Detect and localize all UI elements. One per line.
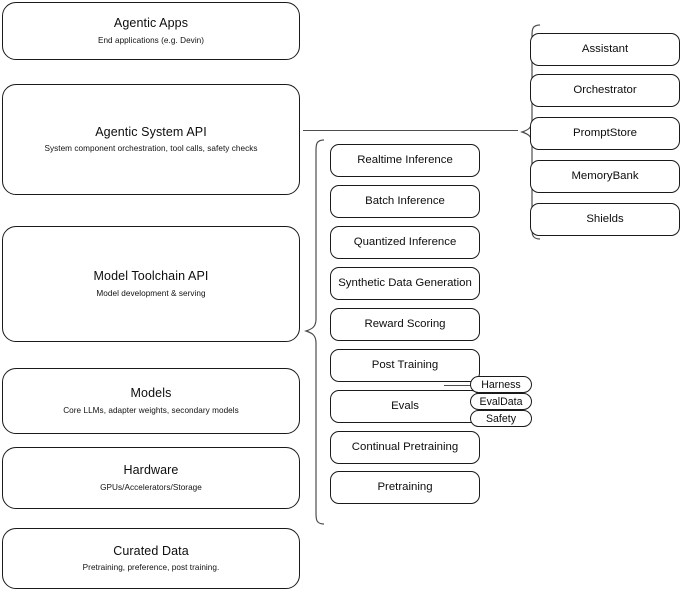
capability-label: Synthetic Data Generation: [338, 277, 472, 290]
capability-box-evals[interactable]: Evals: [330, 390, 480, 423]
layer-subtitle: Core LLMs, adapter weights, secondary mo…: [63, 405, 239, 415]
eval-pill-label: Safety: [485, 412, 517, 425]
capability-box-post-training[interactable]: Post Training: [330, 349, 480, 382]
layer-subtitle: Pretraining, preference, post training.: [82, 563, 220, 573]
component-box-shields[interactable]: Shields: [530, 203, 680, 236]
capability-label: Pretraining: [377, 481, 433, 494]
capability-box-quantized-inference[interactable]: Quantized Inference: [330, 226, 480, 259]
layer-title: Curated Data: [113, 543, 189, 558]
eval-pill-evaldata[interactable]: EvalData: [470, 393, 532, 410]
capability-box-reward-scoring[interactable]: Reward Scoring: [330, 308, 480, 341]
layer-title: Agentic Apps: [113, 16, 189, 31]
layer-subtitle: End applications (e.g. Devin): [97, 35, 205, 45]
layer-box-agentic-apps[interactable]: Agentic Apps End applications (e.g. Devi…: [2, 2, 300, 60]
connector-evals-to-harness: [444, 385, 478, 386]
capability-box-batch-inference[interactable]: Batch Inference: [330, 185, 480, 218]
capability-label: Quantized Inference: [353, 236, 457, 249]
capability-label: Evals: [391, 400, 419, 413]
layer-title: Models: [130, 386, 172, 401]
component-label: Assistant: [581, 43, 629, 56]
layer-box-agentic-system-api[interactable]: Agentic System API System component orch…: [2, 84, 300, 195]
capability-box-realtime-inference[interactable]: Realtime Inference: [330, 144, 480, 177]
component-label: Shields: [586, 213, 624, 226]
layer-subtitle: Model development & serving: [96, 288, 206, 298]
component-label: MemoryBank: [571, 170, 639, 183]
component-box-promptstore[interactable]: PromptStore: [530, 117, 680, 150]
capability-box-pretraining[interactable]: Pretraining: [330, 471, 480, 504]
capability-box-continual-pretraining[interactable]: Continual Pretraining: [330, 431, 480, 464]
layer-title: Hardware: [123, 463, 179, 478]
layer-title: Model Toolchain API: [93, 269, 209, 284]
layer-box-model-toolchain-api[interactable]: Model Toolchain API Model development & …: [2, 226, 300, 342]
component-box-orchestrator[interactable]: Orchestrator: [530, 74, 680, 107]
layer-subtitle: GPUs/Accelerators/Storage: [100, 482, 202, 492]
capability-label: Realtime Inference: [357, 154, 453, 167]
connector-system-api-to-components: [303, 130, 518, 131]
eval-pill-label: Harness: [481, 378, 521, 391]
layer-box-models[interactable]: Models Core LLMs, adapter weights, secon…: [2, 368, 300, 434]
component-box-memorybank[interactable]: MemoryBank: [530, 160, 680, 193]
capability-label: Post Training: [371, 359, 439, 372]
component-label: Orchestrator: [573, 84, 637, 97]
eval-pill-safety[interactable]: Safety: [470, 410, 532, 427]
layer-box-hardware[interactable]: Hardware GPUs/Accelerators/Storage: [2, 447, 300, 509]
eval-pill-label: EvalData: [479, 395, 523, 408]
capability-label: Continual Pretraining: [351, 441, 459, 454]
layer-subtitle: System component orchestration, tool cal…: [44, 144, 258, 154]
brace-toolchain-capabilities: [304, 139, 325, 525]
capability-label: Batch Inference: [365, 195, 445, 208]
component-box-assistant[interactable]: Assistant: [530, 33, 680, 66]
capability-label: Reward Scoring: [364, 318, 446, 331]
eval-pill-harness[interactable]: Harness: [470, 376, 532, 393]
component-label: PromptStore: [573, 127, 637, 140]
capability-box-synthetic-data-generation[interactable]: Synthetic Data Generation: [330, 267, 480, 300]
layer-box-curated-data[interactable]: Curated Data Pretraining, preference, po…: [2, 528, 300, 589]
layer-title: Agentic System API: [95, 124, 207, 139]
